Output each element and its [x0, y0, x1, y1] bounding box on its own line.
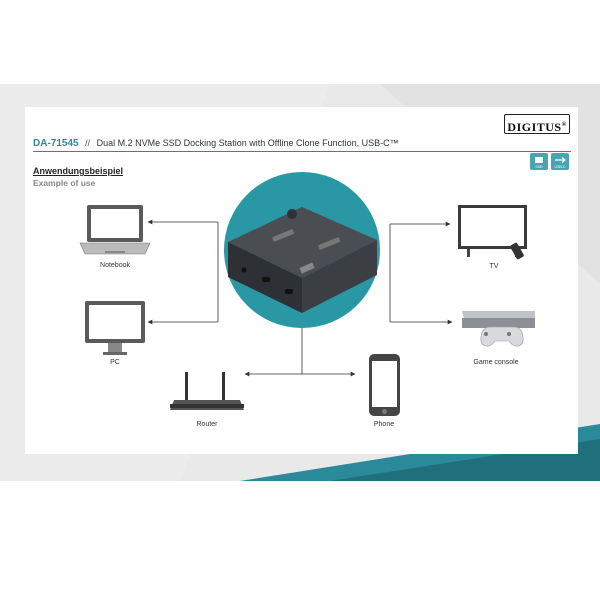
notebook-icon: [79, 205, 151, 255]
product-code: DA-71545: [33, 138, 79, 149]
label-game-console: Game console: [473, 359, 519, 366]
ssd-icon: [535, 157, 543, 163]
label-phone: Phone: [373, 421, 395, 428]
tv-icon: [458, 205, 527, 260]
section-title: Anwendungsbeispiel: [33, 166, 124, 176]
game-console-icon: [462, 311, 535, 347]
label-tv: TV: [489, 263, 499, 270]
section-subtitle: Example of use: [33, 178, 96, 188]
product-header: DA-71545 // Dual M.2 NVMe SSD Docking St…: [33, 138, 399, 149]
label-router: Router: [196, 421, 218, 428]
header-rule: [33, 151, 571, 152]
monitor-icon: [85, 301, 145, 355]
connector-lines: [147, 219, 453, 377]
router-icon: [170, 372, 244, 410]
label-notebook: Notebook: [100, 262, 130, 269]
usb-c-icon: [555, 157, 566, 163]
ssd-badge: SSD: [530, 153, 548, 170]
phone-icon: [369, 354, 400, 416]
usb-c-badge: USB-C: [551, 153, 569, 170]
product-title: Dual M.2 NVMe SSD Docking Station with O…: [96, 138, 399, 148]
digitus-logo: DIGITUS®: [504, 114, 570, 134]
label-pc: PC: [110, 359, 120, 366]
docking-station-icon: [228, 207, 377, 313]
header-separator: //: [85, 138, 91, 148]
